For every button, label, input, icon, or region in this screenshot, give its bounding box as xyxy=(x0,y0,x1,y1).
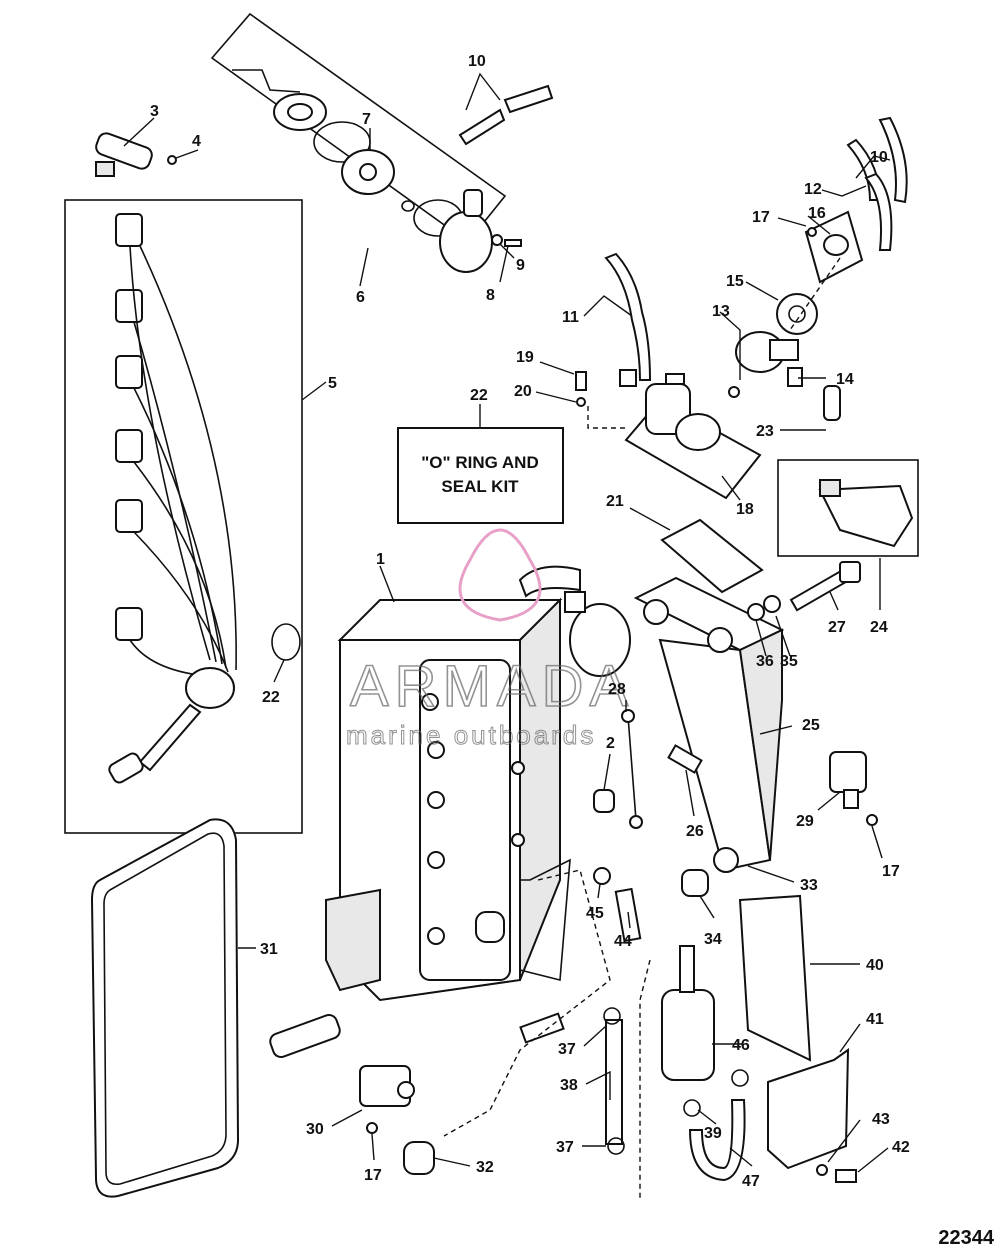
kit-label-line1: "O" RING AND xyxy=(421,453,539,472)
callout-24: 24 xyxy=(870,619,888,636)
callout-32: 32 xyxy=(476,1159,494,1176)
injector-harness-box xyxy=(64,199,303,834)
callout-38: 38 xyxy=(560,1077,578,1094)
callout-22-harness: 22 xyxy=(262,689,280,706)
callout-44: 44 xyxy=(614,933,632,950)
callout-21: 21 xyxy=(606,493,624,510)
kit-label-line2: SEAL KIT xyxy=(441,477,519,496)
watermark-brand: ARMADA xyxy=(350,654,634,719)
callout-12: 12 xyxy=(804,181,822,198)
vapor-separator-cover xyxy=(619,369,762,500)
callout-10-right: 10 xyxy=(870,149,888,166)
idle-air-control xyxy=(829,751,878,826)
callout-23: 23 xyxy=(756,423,774,440)
callout-14: 14 xyxy=(836,371,854,388)
callout-5: 5 xyxy=(328,375,337,392)
callout-17-bottom: 17 xyxy=(364,1167,382,1184)
vapor-separator-body xyxy=(269,565,631,1058)
fuel-rail-assembly-tray xyxy=(210,12,522,273)
callout-16: 16 xyxy=(808,205,826,222)
callout-34: 34 xyxy=(704,931,722,948)
callout-40: 40 xyxy=(866,957,884,974)
pressure-regulator xyxy=(728,210,864,398)
callout-37-bottom: 37 xyxy=(556,1139,574,1156)
callout-10-top: 10 xyxy=(468,53,486,70)
grommet-and-bracket-box xyxy=(777,385,919,557)
callout-19: 19 xyxy=(516,349,534,366)
callout-18: 18 xyxy=(736,501,754,518)
callout-7: 7 xyxy=(362,111,371,128)
watermark-tagline: marine outboards xyxy=(346,720,596,750)
callout-8: 8 xyxy=(486,287,495,304)
filter-plate xyxy=(660,518,764,594)
callout-leader-lines xyxy=(123,72,891,1173)
armada-watermark: ARMADA marine outboards xyxy=(346,528,634,751)
filter-cover-plates xyxy=(738,894,850,1170)
callout-17-top: 17 xyxy=(752,209,770,226)
callout-43: 43 xyxy=(872,1111,890,1128)
callout-42: 42 xyxy=(892,1139,910,1156)
callout-2: 2 xyxy=(606,735,615,752)
callout-1: 1 xyxy=(376,551,385,568)
document-number: 22344 xyxy=(938,1227,994,1249)
assembly-dash-lines xyxy=(443,257,841,1200)
callout-3: 3 xyxy=(150,103,159,120)
callout-35: 35 xyxy=(780,653,798,670)
fuel-cooler-bracket xyxy=(633,576,785,873)
callout-37-top: 37 xyxy=(558,1041,576,1058)
callout-36: 36 xyxy=(756,653,774,670)
callout-41: 41 xyxy=(866,1011,884,1028)
callout-45: 45 xyxy=(586,905,604,922)
fuel-hoses xyxy=(458,84,908,381)
callout-13: 13 xyxy=(712,303,730,320)
callout-17-right: 17 xyxy=(882,863,900,880)
callout-15: 15 xyxy=(726,273,744,290)
callout-46: 46 xyxy=(732,1037,750,1054)
callout-39: 39 xyxy=(704,1125,722,1142)
cover-gasket xyxy=(90,818,240,1198)
callout-numbers: 1 2 3 4 5 6 7 8 9 10 10 11 12 13 14 15 1… xyxy=(150,53,910,1190)
callout-4: 4 xyxy=(192,133,201,150)
callout-31: 31 xyxy=(260,941,278,958)
callout-27: 27 xyxy=(828,619,846,636)
callout-26: 26 xyxy=(686,823,704,840)
misc-small-parts xyxy=(359,227,857,1183)
callout-22-kit: 22 xyxy=(470,387,488,404)
electric-fuel-pump xyxy=(603,945,749,1182)
callout-28: 28 xyxy=(608,681,626,698)
callout-11: 11 xyxy=(562,309,579,326)
callout-33: 33 xyxy=(800,877,818,894)
callout-25: 25 xyxy=(802,717,820,734)
callout-47: 47 xyxy=(742,1173,760,1190)
callout-9: 9 xyxy=(516,257,525,274)
o-ring-seal-kit-box: "O" RING AND SEAL KIT xyxy=(397,427,564,524)
callout-30: 30 xyxy=(306,1121,324,1138)
fuel-injector xyxy=(95,132,177,177)
bolt-and-washers xyxy=(747,561,861,621)
callout-6: 6 xyxy=(356,289,365,306)
link-rod xyxy=(593,709,703,829)
callout-20: 20 xyxy=(514,383,532,400)
callout-29: 29 xyxy=(796,813,814,830)
